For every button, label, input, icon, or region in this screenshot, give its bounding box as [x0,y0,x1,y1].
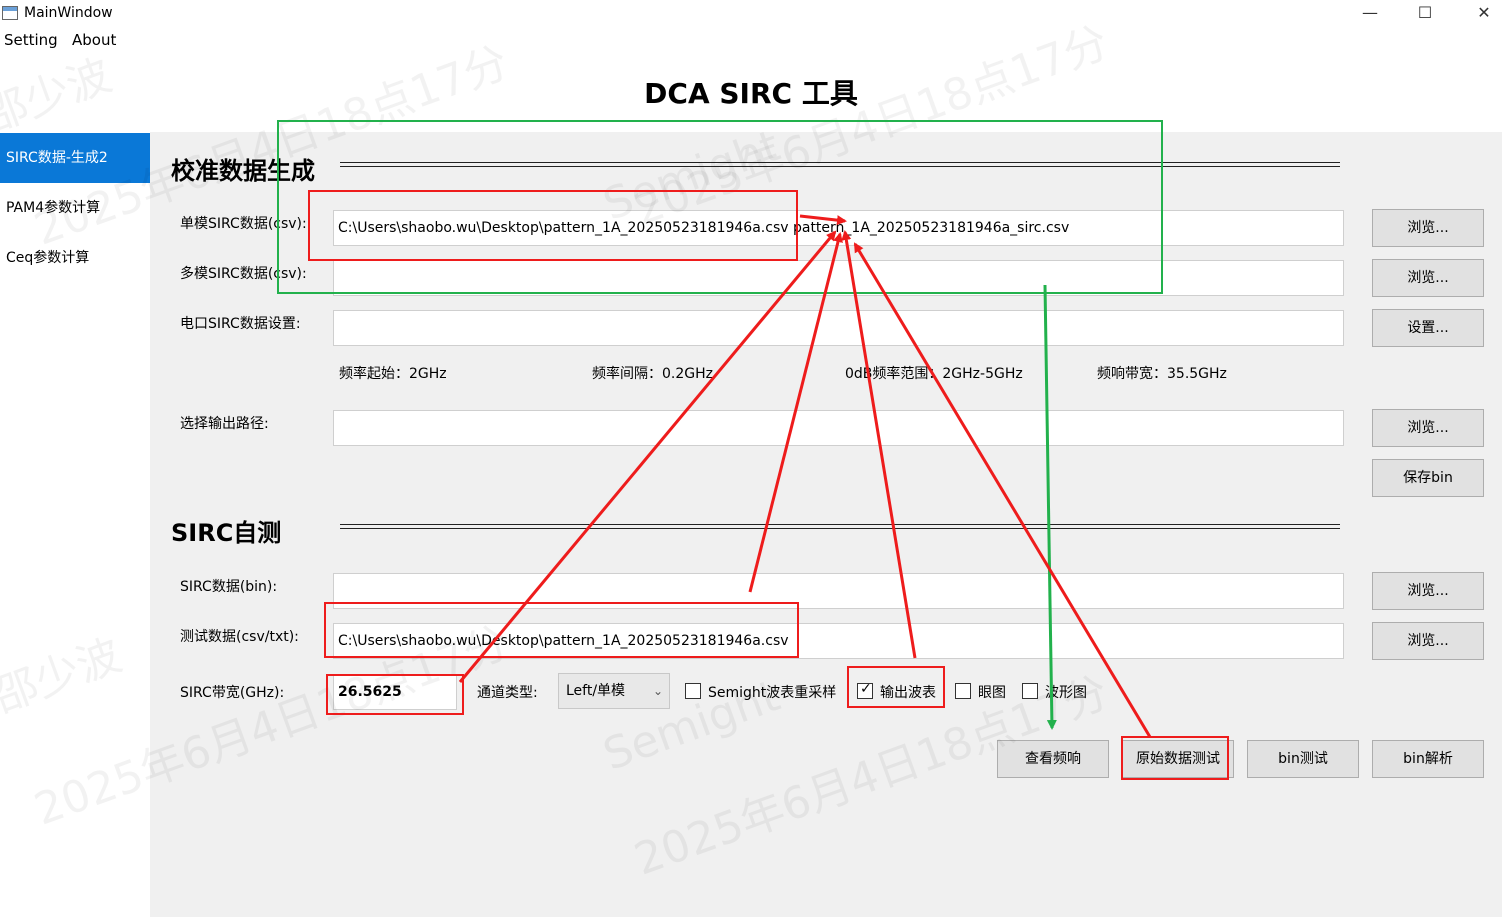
multi-sirc-input[interactable] [333,260,1344,296]
header-area [0,54,1502,132]
view-freq-response-button[interactable]: 查看频响 [997,740,1109,778]
waveform-label: 波形图 [1045,685,1087,701]
title-bar: MainWindow — ☐ ✕ [0,0,1502,28]
port-sirc-settings-button[interactable]: 设置... [1372,309,1484,347]
test-data-browse-button[interactable]: 浏览... [1372,622,1484,660]
output-wave-label: 输出波表 [880,685,936,701]
single-sirc-browse-button[interactable]: 浏览... [1372,209,1484,247]
channel-type-value: Left/单模 [566,683,626,699]
sirc-bandwidth-input[interactable]: 26.5625 [333,674,457,710]
output-path-input[interactable] [333,410,1344,446]
save-bin-button[interactable]: 保存bin [1372,459,1484,497]
freq-step-text: 频率间隔：0.2GHz [592,366,713,382]
menu-setting[interactable]: Setting [4,31,58,49]
test-data-input[interactable]: C:\Users\shaobo.wu\Desktop\pattern_1A_20… [333,623,1344,659]
chevron-down-icon: ⌄ [652,684,663,698]
test-data-label: 测试数据(csv/txt): [180,629,299,645]
resample-label: Semight波表重采样 [708,685,837,701]
calib-section-title: 校准数据生成 [171,157,315,185]
eye-diagram-label: 眼图 [978,685,1006,701]
checkmark-icon: ✓ [860,681,872,697]
single-sirc-input[interactable]: C:\Users\shaobo.wu\Desktop\pattern_1A_20… [333,210,1344,246]
sirc-bin-input[interactable] [333,573,1344,609]
menu-about[interactable]: About [72,31,117,49]
resample-checkbox[interactable] [685,683,701,699]
sirc-bin-label: SIRC数据(bin): [180,579,278,595]
single-sirc-label: 单模SIRC数据(csv): [180,216,307,232]
app-icon [2,6,18,20]
raw-data-test-button[interactable]: 原始数据测试 [1122,740,1234,778]
output-wave-checkbox[interactable]: ✓ [857,681,873,699]
close-button[interactable]: ✕ [1477,3,1491,22]
multi-sirc-label: 多模SIRC数据(csv): [180,266,307,282]
sidebar-item-sirc-generate[interactable]: SIRC数据-生成2 [0,133,150,183]
output-path-browse-button[interactable]: 浏览... [1372,409,1484,447]
multi-sirc-browse-button[interactable]: 浏览... [1372,259,1484,297]
bandwidth-text: 频响带宽：35.5GHz [1097,366,1227,382]
menu-bar: Setting About [0,28,1502,54]
maximize-button[interactable]: ☐ [1417,3,1433,22]
calib-section-divider [340,162,1340,167]
sidebar: SIRC数据-生成2 PAM4参数计算 Ceq参数计算 [0,132,150,917]
minimize-button[interactable]: — [1362,3,1378,22]
sirc-bin-browse-button[interactable]: 浏览... [1372,572,1484,610]
bin-parse-button[interactable]: bin解析 [1372,740,1484,778]
channel-type-select[interactable]: Left/单模 ⌄ [558,673,670,709]
app-title: DCA SIRC 工具 [644,77,858,110]
selftest-section-title: SIRC自测 [171,519,282,547]
port-sirc-label: 电口SIRC数据设置: [180,316,301,332]
bin-test-button[interactable]: bin测试 [1247,740,1359,778]
waveform-checkbox[interactable] [1022,683,1038,699]
output-path-label: 选择输出路径: [180,416,269,432]
channel-type-label: 通道类型: [477,685,538,701]
freq-start-text: 频率起始：2GHz [339,366,447,382]
window-title: MainWindow [24,5,113,21]
port-sirc-input[interactable] [333,310,1344,346]
sirc-bandwidth-label: SIRC带宽(GHz): [180,685,285,701]
eye-diagram-checkbox[interactable] [955,683,971,699]
sidebar-item-ceq[interactable]: Ceq参数计算 [6,250,90,266]
sidebar-item-pam4[interactable]: PAM4参数计算 [6,200,101,216]
odb-range-text: 0dB频率范围：2GHz-5GHz [845,366,1023,382]
selftest-section-divider [340,524,1340,529]
